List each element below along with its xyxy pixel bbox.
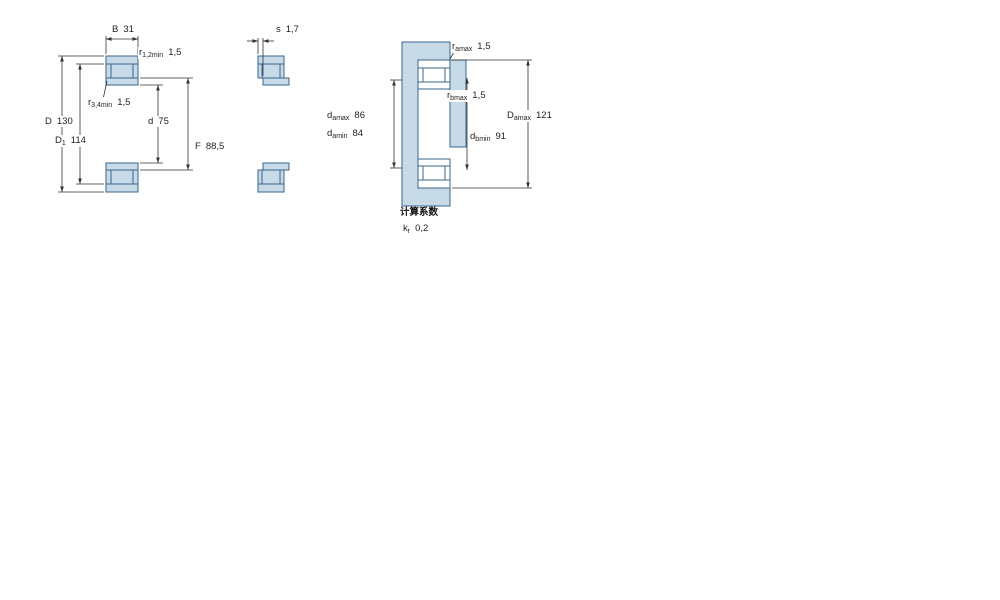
- outer-flange-top-right: [279, 63, 285, 79]
- dim-subscript-r34min: 3,4min: [91, 102, 113, 109]
- dim-label-rbmax: rbmax 1,5: [446, 90, 487, 102]
- factor-kr: kr 0,2: [402, 223, 430, 235]
- dim-symbol-r12min: r: [139, 47, 143, 58]
- roller-bottom-outline: [422, 165, 446, 181]
- dim-value-damax: 86: [354, 110, 365, 121]
- dim-symbol-D1: D: [55, 135, 62, 146]
- roller-bottom: [261, 169, 281, 185]
- factor-kr-symbol: k: [403, 223, 408, 234]
- inner-ring-bottom: [105, 162, 139, 171]
- outer-flange-top-left: [257, 63, 263, 79]
- outer-ring-top: [257, 55, 285, 65]
- roller-top: [110, 63, 134, 79]
- dim-symbol-s: s: [276, 24, 281, 35]
- outer-ring-top: [105, 55, 139, 65]
- dim-label-B: B 31: [104, 24, 142, 35]
- outer-flange-top-left: [105, 63, 112, 79]
- flange-bottom-left-outline: [417, 165, 424, 181]
- dim-symbol-damax: d: [327, 110, 333, 121]
- dim-value-D1: 114: [70, 135, 86, 146]
- dim-label-r12min: r1,2min 1,5: [138, 47, 183, 59]
- dim-value-F: 88,5: [205, 141, 225, 152]
- flange-top-right-outline: [444, 67, 451, 83]
- dim-symbol-damin: d: [327, 128, 333, 139]
- dim-symbol-Damax: D: [507, 110, 514, 121]
- dim-subscript-damax: amax: [332, 115, 350, 122]
- flange-bottom-right-outline: [444, 165, 451, 181]
- dim-symbol-ramax: r: [452, 41, 456, 52]
- leader-ramax: [449, 51, 455, 60]
- inner-ring-top: [105, 77, 139, 86]
- dim-value-B: 31: [123, 24, 134, 35]
- dim-label-damax: damax 86: [326, 110, 366, 122]
- outer-flange-bottom-right: [279, 169, 285, 185]
- inner-ring-top-outline: [417, 81, 451, 90]
- dim-label-damin: damin 84: [326, 128, 365, 140]
- dim-symbol-F: F: [195, 141, 201, 152]
- dim-symbol-dbmin: d: [470, 131, 476, 142]
- dim-subscript-damin: amin: [332, 133, 348, 140]
- dim-subscript-r12min: 1,2min: [142, 52, 164, 59]
- dim-label-D: D 130: [44, 116, 74, 127]
- dim-value-r12min: 1,5: [168, 47, 182, 58]
- dim-subscript-dbmin: bmin: [475, 136, 491, 143]
- outer-flange-bottom-right: [132, 169, 139, 185]
- outer-ring-bottom: [257, 183, 285, 193]
- dim-value-damin: 84: [352, 128, 364, 139]
- inner-ring-bottom-offset: [262, 162, 290, 171]
- dim-value-D: 130: [56, 116, 73, 127]
- factor-kr-value: 0,2: [415, 223, 429, 234]
- dim-value-rbmax: 1,5: [472, 90, 486, 101]
- dim-symbol-B: B: [112, 24, 119, 35]
- dim-label-s: s 1,7: [275, 24, 300, 35]
- dim-value-d: 75: [158, 116, 169, 127]
- dim-value-ramax: 1,5: [477, 41, 491, 52]
- roller-top: [261, 63, 281, 79]
- outer-flange-bottom-left: [257, 169, 263, 185]
- roller-top-outline: [422, 67, 446, 83]
- dim-symbol-rbmax: r: [447, 90, 451, 101]
- dim-value-r34min: 1,5: [117, 97, 131, 108]
- calculation-factors-title: 计算系数: [399, 207, 440, 218]
- outer-ring-bottom-outline: [417, 179, 451, 189]
- roller-bottom: [110, 169, 134, 185]
- dim-subscript-D1: 1: [61, 140, 66, 147]
- dim-value-Damax: 121: [536, 110, 552, 121]
- abutment-shoulder-right: [449, 59, 467, 148]
- bearing-cross-section-view: [58, 36, 193, 193]
- dim-symbol-d: d: [148, 116, 154, 127]
- dim-symbol-D: D: [45, 116, 52, 127]
- outer-ring-top-outline: [417, 59, 451, 69]
- dim-subscript-Damax: amax: [513, 115, 531, 122]
- dim-label-ramax: ramax 1,5: [451, 41, 492, 53]
- dim-symbol-r34min: r: [88, 97, 92, 108]
- dim-label-Damax: Damax 121: [506, 110, 553, 122]
- inner-ring-bottom-outline: [417, 158, 451, 167]
- calculation-factors-title-text: 计算系数: [400, 207, 439, 218]
- inner-ring-top-offset: [262, 77, 290, 86]
- dim-subscript-rbmax: bmax: [450, 95, 468, 102]
- dim-label-F: F 88,5: [194, 141, 226, 152]
- dim-label-dbmin: dbmin 91: [469, 131, 508, 143]
- flange-top-left-outline: [417, 67, 424, 83]
- dim-label-d: d 75: [147, 116, 170, 127]
- outer-flange-top-right: [132, 63, 139, 79]
- dim-label-D1: D1 114: [54, 135, 87, 147]
- factor-kr-subscript: r: [407, 228, 411, 235]
- outer-ring-bottom: [105, 183, 139, 193]
- outer-flange-bottom-left: [105, 169, 112, 185]
- abutment-dimensions-view: [390, 41, 532, 207]
- dim-label-r34min: r3,4min 1,5: [87, 97, 132, 109]
- dim-value-dbmin: 91: [495, 131, 507, 142]
- dim-subscript-ramax: amax: [455, 46, 473, 53]
- dim-value-s: 1,7: [285, 24, 299, 35]
- axial-displacement-view: [247, 38, 290, 193]
